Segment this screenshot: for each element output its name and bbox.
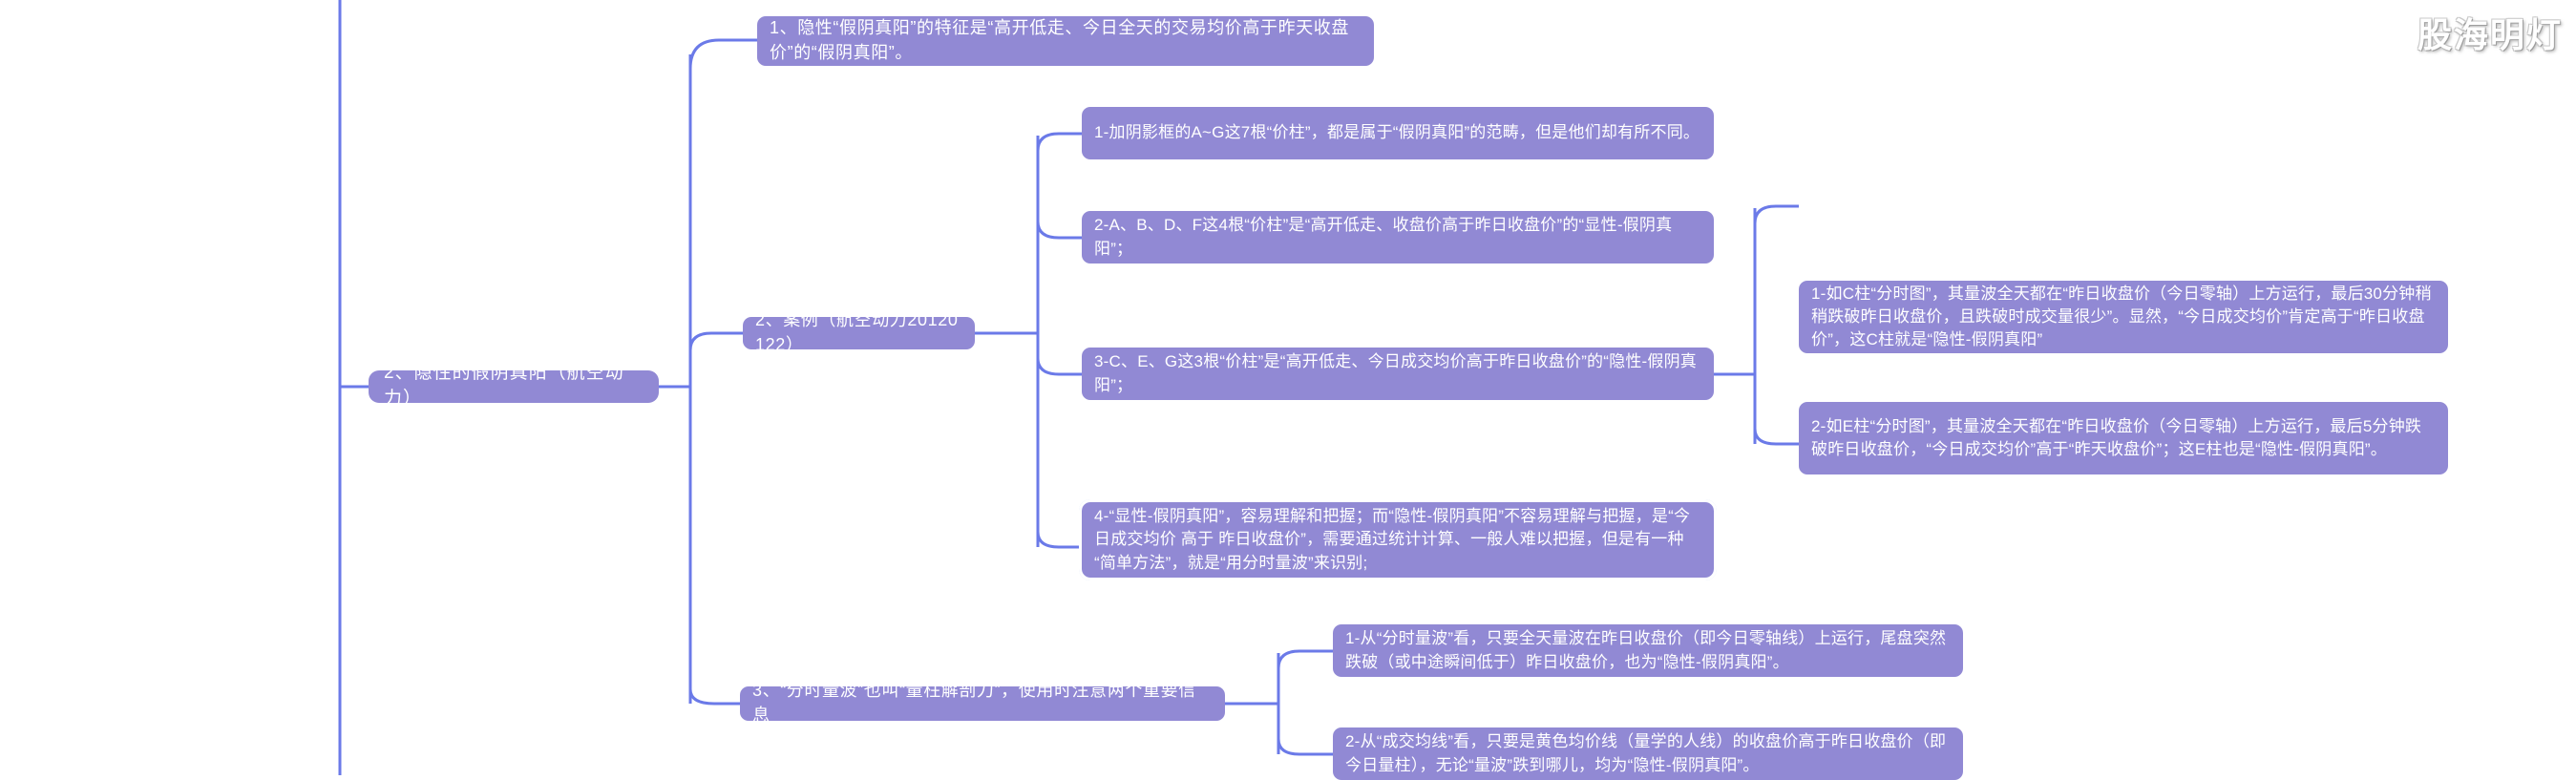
link-trunk1-b3: [688, 688, 740, 706]
link-trunk2-c1: [1036, 132, 1082, 152]
node-branch-2-child-3[interactable]: 3-C、E、G这3根“价柱”是“高开低走、今日成交均价高于昨日收盘价”的“隐性-…: [1082, 348, 1714, 400]
node-grandchild-2[interactable]: 2-如E柱“分时图”，其量波全天都在“昨日收盘价（今日零轴）上方运行，最后5分钟…: [1799, 402, 2448, 474]
node-branch-3-child-2[interactable]: 2-从“成交均线”看，只要是黄色均价线（量学的人线）的收盘价高于昨日收盘价（即今…: [1333, 727, 1963, 780]
node-branch-2-child-2[interactable]: 2-A、B、D、F这4根“价柱”是“高开低走、收盘价高于昨日收盘价”的“显性-假…: [1082, 211, 1714, 264]
link-trunk3-g1: [1753, 204, 1799, 224]
link-trunk3-g2: [1753, 428, 1799, 446]
node-root[interactable]: 2、隐性的假阴真阳（航空动力）: [369, 363, 659, 409]
node-branch-1[interactable]: 1、隐性“假阴真阳”的特征是“高开低走、今日全天的交易均价高于昨天收盘价”的“假…: [757, 16, 1374, 66]
link-trunk1-b2: [688, 331, 743, 351]
node-branch-2-child-4[interactable]: 4-“显性-假阴真阳”，容易理解和把握；而“隐性-假阴真阳”不容易理解与把握，是…: [1079, 499, 1717, 580]
link-trunk4-d2: [1277, 738, 1333, 756]
link-trunk1-b1: [688, 38, 757, 70]
link-trunk2-c2: [1036, 221, 1082, 240]
link-trunk2-c3: [1036, 357, 1082, 376]
link-trunk2-c4: [1036, 531, 1082, 549]
node-branch-3[interactable]: 3、“分时量波”也叫“量柱解剖刀”，使用时注意两个重要信息: [740, 681, 1225, 725]
node-grandchild-1[interactable]: 1-如C柱“分时图”，其量波全天都在“昨日收盘价（今日零轴）上方运行，最后30分…: [1799, 281, 2448, 353]
node-branch-3-child-1[interactable]: 1-从“分时量波”看，只要全天量波在昨日收盘价（即今日零轴线）上运行，尾盘突然跌…: [1333, 624, 1963, 677]
node-branch-2-child-1[interactable]: 1-加阴影框的A~G这7根“价柱”，都是属于“假阴真阳”的范畴，但是他们却有所不…: [1082, 107, 1714, 159]
watermark-text: 股海明灯: [2417, 16, 2563, 55]
node-branch-2[interactable]: 2、案例（航空动力20120122）: [743, 310, 975, 354]
link-trunk4-d1: [1277, 649, 1333, 669]
